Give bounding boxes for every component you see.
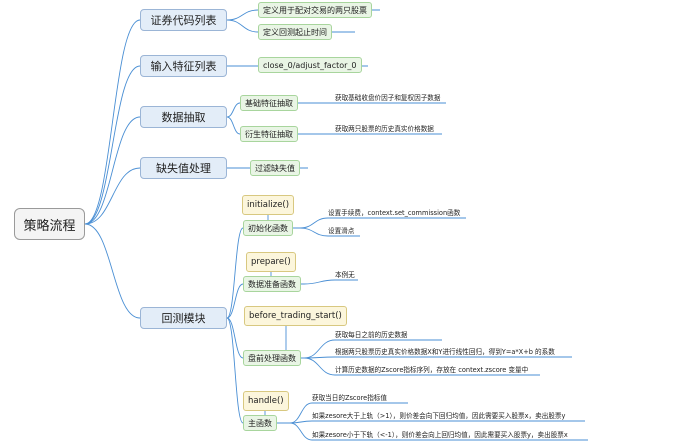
module-data-extraction[interactable]: 数据抽取 (140, 106, 227, 128)
detail-zscore-series: 计算历史数据的Zscore指标序列，存放在 context.zscore 变量中 (335, 366, 529, 374)
root-link-0 (84, 19, 141, 225)
module-input-features[interactable]: 输入特征列表 (140, 55, 227, 77)
detail-lower-band: 如果zesore小于下轨（<-1），则价差会向上回归均值，因此需要买入股票y，卖… (312, 431, 568, 439)
detail-derived-feature: 获取两只股票的历史真实价格数据 (335, 125, 434, 133)
detail-none: 本例无 (335, 271, 355, 279)
code-prepare[interactable]: prepare() (246, 252, 296, 272)
detail-upper-band: 如果zesore大于上轨（>1），则价差会向下回归均值，因此需要买入股票x，卖出… (312, 412, 566, 420)
sub-prepare-function[interactable]: 数据准备函数 (243, 276, 301, 292)
sub-basic-feature-extraction[interactable]: 基础特征抽取 (240, 95, 298, 111)
handle-detail-2 (289, 422, 313, 441)
pre-detail-0 (303, 339, 336, 359)
item-define-pair-stocks[interactable]: 定义用于配对交易的两只股票 (258, 2, 372, 18)
code-handle[interactable]: handle() (243, 391, 289, 411)
detail-history-data: 获取每日之前的历史数据 (335, 331, 408, 339)
root-link-2 (84, 116, 141, 225)
module-backtest[interactable]: 回测模块 (140, 307, 227, 329)
detail-today-zscore: 获取当日的Zscore指标值 (312, 394, 387, 402)
detail-set-slippage: 设置滑点 (328, 227, 355, 235)
root-link-3 (84, 167, 141, 225)
root-link-1 (84, 65, 141, 225)
item-feature-expression[interactable]: close_0/adjust_factor_0 (258, 57, 362, 73)
detail-set-commission: 设置手续费，context.set_commission函数 (328, 209, 461, 217)
handle-detail-0 (289, 402, 313, 424)
m2-link-1 (226, 116, 241, 135)
module-stock-code-list[interactable]: 证券代码列表 (140, 9, 227, 31)
sub-initialize-function[interactable]: 初始化函数 (243, 220, 293, 236)
prep-detail-0 (303, 279, 336, 285)
root-link-4 (84, 223, 141, 319)
init-detail-1 (299, 227, 329, 237)
module-missing-values[interactable]: 缺失值处理 (140, 157, 227, 179)
code-initialize[interactable]: initialize() (242, 195, 295, 215)
m0-link-1 (226, 19, 259, 33)
item-filter-missing[interactable]: 过滤缺失值 (250, 160, 300, 176)
sub-pre-market-function[interactable]: 盘前处理函数 (243, 350, 301, 366)
detail-basic-feature: 获取基础收盘价因子和复权因子数据 (335, 94, 441, 102)
root-node[interactable]: 策略流程 (14, 208, 85, 240)
m4-link-0 (226, 227, 244, 319)
pre-detail-2 (303, 357, 336, 376)
init-detail-0 (299, 217, 329, 229)
sub-derived-feature-extraction[interactable]: 衍生特征抽取 (240, 126, 298, 142)
detail-linear-regression: 根据两只股票历史真实价格数据X和Y进行线性回归，得到Y=a*X+b 的系数 (335, 348, 555, 356)
m2-link-0 (226, 102, 241, 118)
item-define-backtest-period[interactable]: 定义回测起止时间 (258, 24, 332, 40)
m4-link-1 (226, 283, 244, 319)
code-before-trading-start[interactable]: before_trading_start() (244, 306, 347, 326)
sub-main-function[interactable]: 主函数 (243, 415, 277, 431)
m4-link-3 (226, 317, 244, 424)
m0-link-0 (226, 9, 259, 21)
